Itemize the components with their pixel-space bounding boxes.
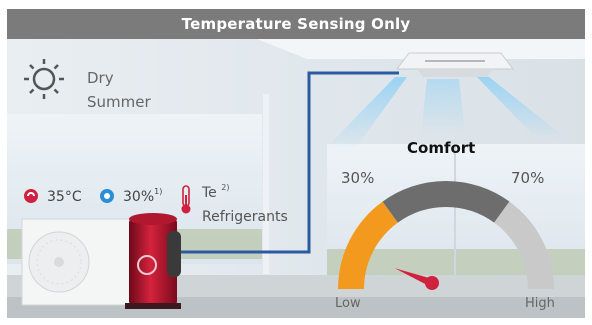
te-label-text: Te: [202, 185, 217, 201]
window-pillar: [263, 94, 269, 274]
title-bar: Temperature Sensing Only: [7, 9, 585, 39]
airflow-left: [325, 77, 407, 149]
condition-line-2: Summer: [87, 93, 151, 111]
gauge-right-mark: 70%: [511, 169, 545, 187]
outdoor-temperature: 35°C: [47, 189, 82, 205]
humidity-footnote: 1): [154, 187, 163, 196]
water-drop-icon: [100, 189, 114, 203]
gauge-title: Comfort: [407, 139, 476, 157]
gauge-low-label: Low: [335, 296, 361, 311]
gauge-high-label: High: [525, 296, 555, 311]
condition-line-1: Dry: [87, 69, 114, 87]
weather-condition: Dry Summer: [87, 66, 151, 114]
humidity-value: 30%1): [123, 187, 163, 205]
room-scene: Dry Summer 35°C 30%1) Te 2) Refrigerants…: [7, 39, 585, 318]
gauge-high-zone: [493, 201, 554, 290]
thermometer-icon: [181, 185, 191, 214]
airflow-right: [477, 77, 567, 139]
gauge-comfort-zone: [382, 181, 510, 223]
gauge-left-mark: 30%: [341, 169, 375, 187]
gauge-needle: [394, 268, 439, 290]
scene-graphics: [7, 39, 585, 318]
compressor: [125, 213, 181, 309]
te-footnote: 2): [221, 183, 230, 192]
gauge-low-zone: [338, 201, 399, 290]
thermometer-red-icon: [24, 189, 38, 203]
comfort-gauge: [338, 181, 554, 290]
refrigerants-label: Refrigerants: [202, 209, 288, 225]
humidity-value-text: 30%: [123, 189, 155, 205]
refrigerant-pipe: [175, 71, 399, 254]
sun-icon: [24, 59, 64, 99]
te-label: Te 2): [202, 183, 230, 201]
